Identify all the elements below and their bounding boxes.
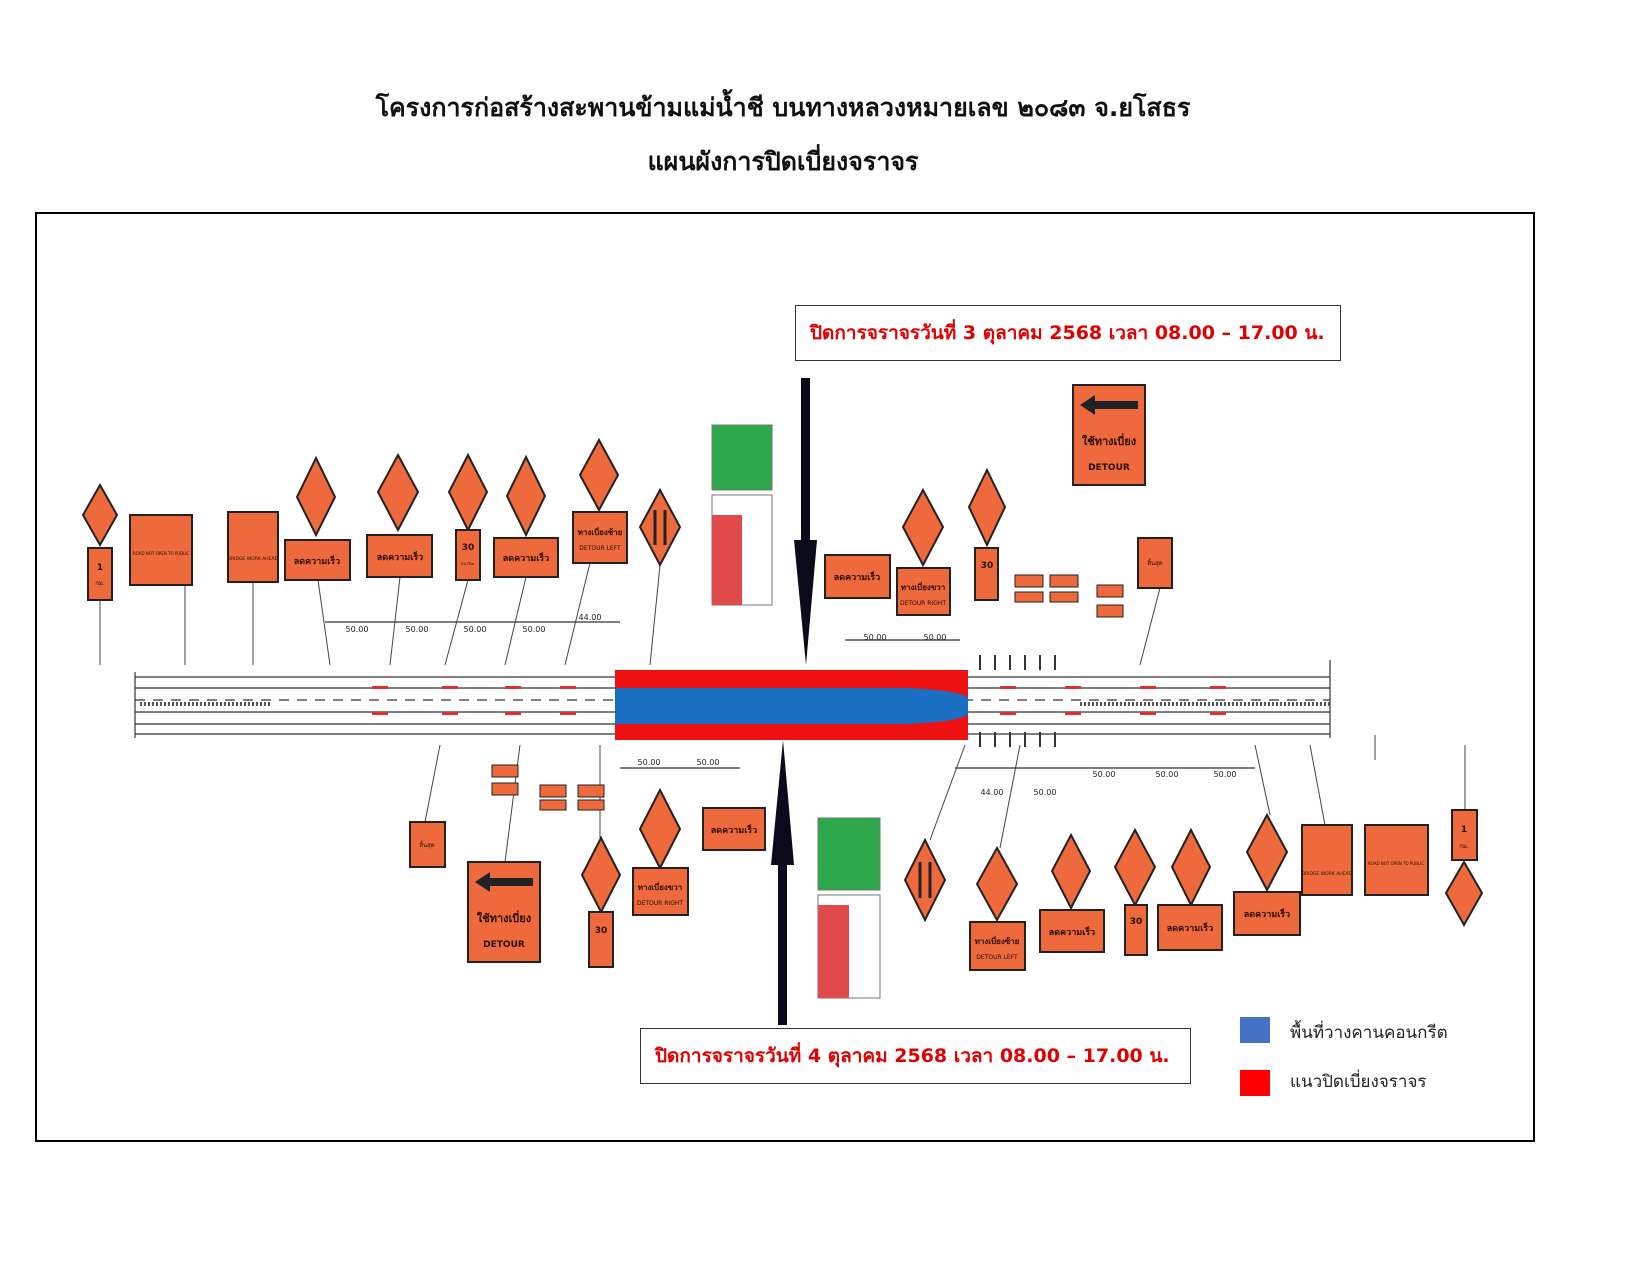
legend-swatch-beam-area xyxy=(1240,1017,1270,1043)
sign-text: ใช้ทางเบี่ยง xyxy=(477,910,531,925)
sign-text: ลดความเร็ว xyxy=(377,550,423,563)
sign-text: สิ้นสุด xyxy=(419,839,435,849)
sign-roller: ลดความเร็ว xyxy=(366,452,433,578)
legend-label-closure: แนวปิดเบี่ยงจราจร xyxy=(1290,1072,1427,1092)
sign-text: DETOUR RIGHT xyxy=(900,600,946,607)
sign-text: ลดความเร็ว xyxy=(711,823,757,836)
dimension-label: 50.00 xyxy=(464,625,487,634)
legend-label-beam-area: พื้นที่วางคานคอนกรีต xyxy=(1290,1023,1448,1043)
sign-curve-speed: 30 กม./ชม. xyxy=(447,452,489,581)
barricades-bottom xyxy=(491,764,605,811)
legend-swatch-closure xyxy=(1240,1070,1270,1096)
sign-slow-right1: ลดความเร็ว xyxy=(824,554,891,599)
sign-text: ใช้ทางเบี่ยง xyxy=(1082,433,1136,448)
sign-text: ลดความเร็ว xyxy=(834,570,880,583)
sign-road-not-open-bottom: ROAD NOT OPEN TO PUBLIC xyxy=(1364,824,1429,896)
page-subtitle: แผนผังการปิดเบี่ยงจราจร xyxy=(647,147,919,176)
dimension-label: 50.00 xyxy=(1034,788,1057,797)
sign-text: ROAD NOT OPEN TO PUBLIC xyxy=(1368,861,1425,866)
sign-bridge-work-bottom: BRIDGE WORK AHEAD xyxy=(1301,824,1353,896)
sign-surveyor: ลดความเร็ว xyxy=(493,454,559,578)
sign-text: 1 xyxy=(1461,825,1467,835)
dimension-label: 50.00 xyxy=(924,633,947,642)
sign-text: ลดความเร็ว xyxy=(503,551,549,564)
diagram-frame xyxy=(35,212,1535,1142)
sign-text: ทางเบี่ยงขวา xyxy=(901,581,946,592)
closure-callout-day2: ปิดการจราจรวันที่ 4 ตุลาคม 2568 เวลา 08.… xyxy=(640,1028,1191,1084)
dimension-label: 50.00 xyxy=(1156,770,1179,779)
sign-text: ลดความเร็ว xyxy=(1049,925,1095,938)
posts-row xyxy=(979,655,1056,747)
sign-workers: ลดความเร็ว xyxy=(284,455,351,581)
sign-text: BRIDGE WORK AHEAD xyxy=(1302,871,1353,877)
sign-workers-bottom: ลดความเร็ว xyxy=(1233,812,1301,936)
sign-text: 30 xyxy=(595,926,608,936)
sign-text: 1 xyxy=(97,563,103,573)
concrete-beam-area xyxy=(615,688,968,724)
sign-curve-speed-bottom2: 30 xyxy=(1113,827,1157,956)
sign-curve-speed-bottom: 30 xyxy=(580,835,622,968)
sign-road-not-open: ROAD NOT OPEN TO PUBLIC xyxy=(129,514,193,586)
dimension-label: 50.00 xyxy=(638,758,661,767)
sign-detour-left-bottom: ทางเบี่ยงซ้าย DETOUR LEFT xyxy=(969,845,1026,971)
billboard-top xyxy=(711,424,773,606)
sign-detour-left: ทางเบี่ยงซ้าย DETOUR LEFT xyxy=(572,437,628,564)
sign-roller-bottom: ลดความเร็ว xyxy=(1157,827,1223,951)
arrow-day2-icon xyxy=(771,740,794,1025)
dimension-label: 44.00 xyxy=(981,788,1004,797)
barricades-top xyxy=(1014,574,1124,618)
sign-text: 30 xyxy=(1130,917,1143,927)
sign-narrow-road-bottom xyxy=(903,837,947,923)
dimension-label: 50.00 xyxy=(406,625,429,634)
sign-detour-right: ทางเบี่ยงขวา DETOUR RIGHT xyxy=(896,487,951,616)
dimension-lines: 50.00 50.00 50.00 50.00 44.00 50.00 50.0… xyxy=(325,613,1255,797)
sign-text: DETOUR xyxy=(1088,463,1130,473)
sign-text: ลดความเร็ว xyxy=(1244,907,1290,920)
sign-text: ROAD NOT OPEN TO PUBLIC xyxy=(133,551,190,556)
sign-text: ลดความเร็ว xyxy=(294,554,340,567)
page-title: โครงการก่อสร้างสะพานข้ามแม่น้ำชี บนทางหล… xyxy=(375,93,1191,122)
sign-text: ลดความเร็ว xyxy=(1167,921,1213,934)
sign-text: กม. xyxy=(95,580,105,587)
dimension-label: 50.00 xyxy=(1214,770,1237,779)
sign-surveyor-bottom: ลดความเร็ว xyxy=(1039,832,1105,953)
sign-text: 30 xyxy=(981,561,994,571)
dimension-label: 44.00 xyxy=(579,613,602,622)
dimension-label: 50.00 xyxy=(346,625,369,634)
dimension-label: 50.00 xyxy=(1093,770,1116,779)
sign-slow-bottom1: ลดความเร็ว xyxy=(702,807,766,851)
sign-start-warning-bottom: 1 กม. xyxy=(1444,809,1484,928)
sign-bridge-work-ahead: BRIDGE WORK AHEAD xyxy=(227,511,279,583)
sign-curve-speed-right: 30 xyxy=(967,467,1007,601)
sign-text: ทางเบี่ยงซ้าย xyxy=(578,526,623,537)
sign-text: กม./ชม. xyxy=(461,561,475,566)
sign-end: สิ้นสุด xyxy=(1137,537,1173,589)
dimension-label: 50.00 xyxy=(523,625,546,634)
sign-use-detour-bottom: ใช้ทางเบี่ยง DETOUR xyxy=(467,861,541,963)
sign-use-detour-top: ใช้ทางเบี่ยง DETOUR xyxy=(1072,384,1146,486)
sign-text: ทางเบี่ยงขวา xyxy=(638,881,683,892)
sign-text: 30 xyxy=(462,543,475,553)
sign-text: DETOUR xyxy=(483,940,525,950)
sign-text: สิ้นสุด xyxy=(1147,557,1163,567)
sign-text: กม. xyxy=(1459,843,1469,850)
dimension-label: 50.00 xyxy=(864,633,887,642)
sign-text: DETOUR RIGHT xyxy=(637,900,683,907)
sign-narrow-road xyxy=(638,487,682,568)
sign-detour-right-bottom: ทางเบี่ยงขวา DETOUR RIGHT xyxy=(632,787,689,916)
dimension-label: 50.00 xyxy=(697,758,720,767)
sign-text: BRIDGE WORK AHEAD xyxy=(228,556,279,562)
sign-end-bottom: สิ้นสุด xyxy=(409,821,446,868)
sign-start-warning: 1 กม. xyxy=(81,482,119,601)
arrow-day1-icon xyxy=(794,378,817,665)
closure-callout-day1: ปิดการจราจรวันที่ 3 ตุลาคม 2568 เวลา 08.… xyxy=(795,305,1341,361)
sign-text: ทางเบี่ยงซ้าย xyxy=(975,935,1020,946)
sign-text: DETOUR LEFT xyxy=(579,545,621,552)
billboard-bottom xyxy=(817,817,881,999)
sign-text: DETOUR LEFT xyxy=(976,954,1018,961)
